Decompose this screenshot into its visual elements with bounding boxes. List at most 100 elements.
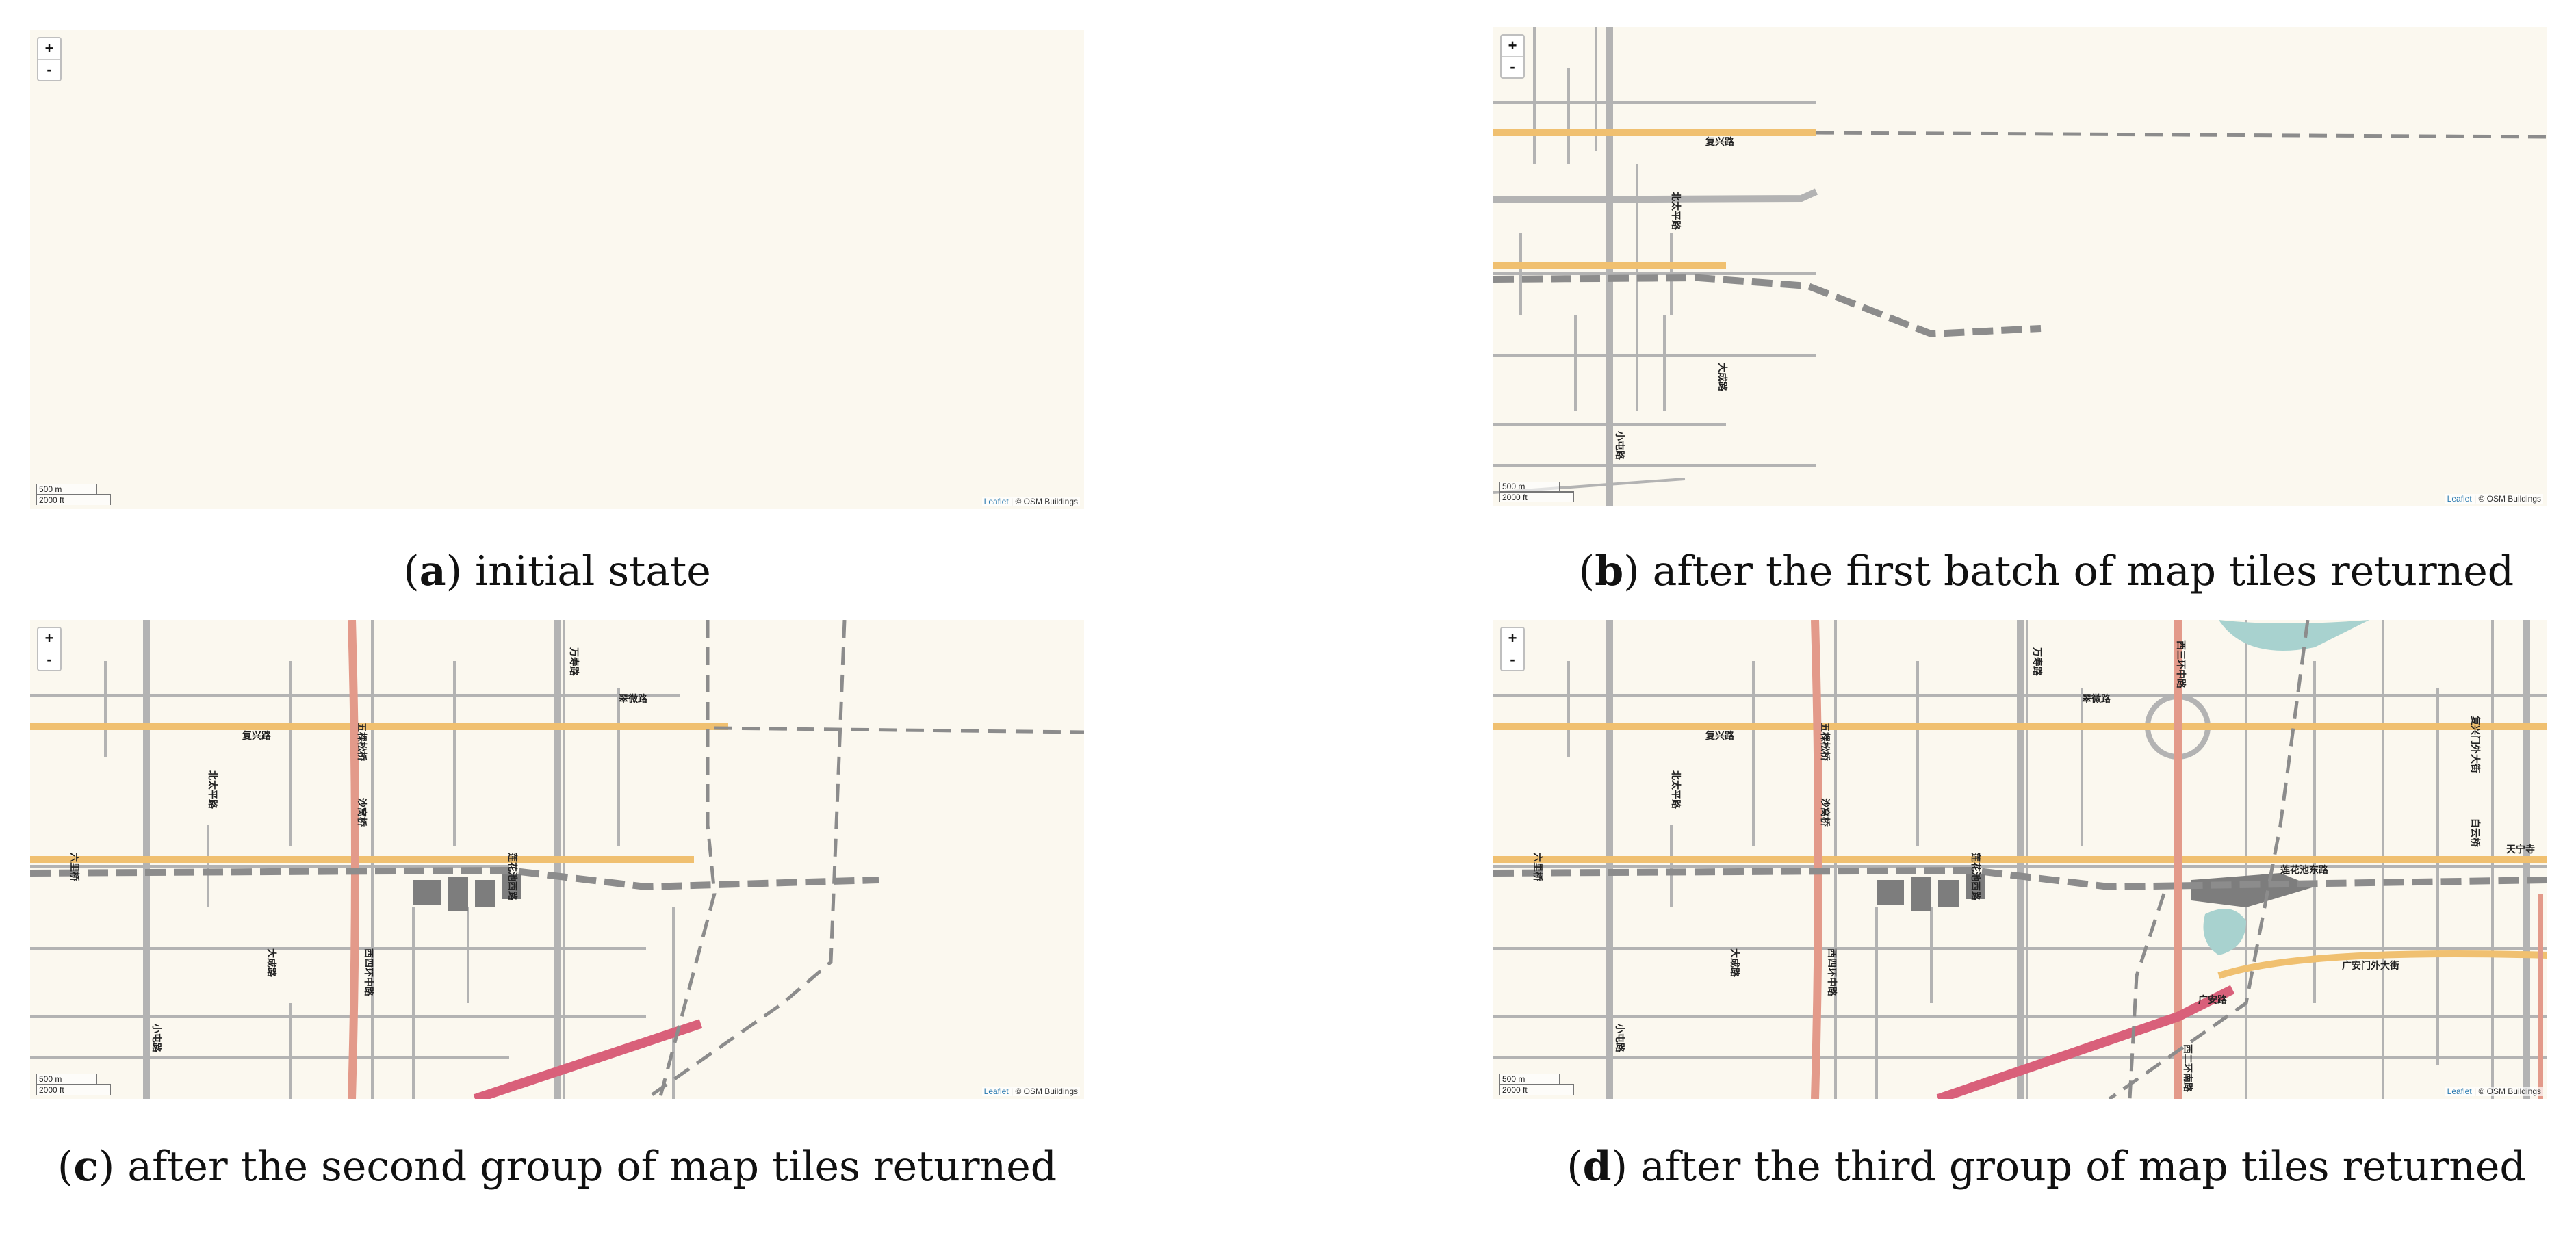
water-south xyxy=(2203,909,2246,955)
label-lianhua: 莲花池西路 xyxy=(506,853,518,901)
label-xisi: 西四环中路 xyxy=(1826,948,1838,997)
guanganmen-street xyxy=(2217,950,2547,979)
attribution-text: | © OSM Buildings xyxy=(2471,1087,2541,1096)
rail-line-east xyxy=(645,620,847,1099)
zoom-control: + - xyxy=(1500,34,1525,79)
rail-line-east xyxy=(2108,620,2310,1099)
zoom-in-button[interactable]: + xyxy=(44,40,54,57)
label-guangan: 广安路 xyxy=(2198,994,2228,1006)
label-fuxing: 复兴路 xyxy=(1705,730,1735,742)
label-fuxing: 复兴路 xyxy=(1705,136,1735,148)
label-fuxingmen: 复兴门外大街 xyxy=(2469,715,2481,773)
attribution: Leaflet | © OSM Buildings xyxy=(981,1087,1080,1096)
label-cuiwei: 翠微路 xyxy=(619,693,648,705)
label-cuiwei: 翠微路 xyxy=(2082,693,2111,705)
map-d[interactable]: 复兴路 北太平路 大成路 小屯路 五棵松桥 沙窝桥 六里桥 万寿路 翠微路 西四… xyxy=(1493,620,2547,1099)
label-liuli: 六里桥 xyxy=(68,853,80,882)
rail-line-south xyxy=(30,866,879,891)
leaflet-link[interactable]: Leaflet xyxy=(983,497,1009,506)
west-ring-road xyxy=(1811,620,1822,1099)
water-north xyxy=(2219,620,2369,651)
zoom-in-button[interactable]: + xyxy=(1508,630,1517,647)
label-shaguo: 沙窝桥 xyxy=(1819,798,1831,827)
zoom-in-button[interactable]: + xyxy=(44,630,54,647)
caption-c: (c) after the second group of map tiles … xyxy=(57,1143,1057,1191)
caption-letter: b xyxy=(1595,547,1624,595)
label-xiaotun: 小屯路 xyxy=(151,1024,162,1053)
attribution-text: | © OSM Buildings xyxy=(1008,1087,1078,1096)
label-xisanhuan: 西三环中路 xyxy=(2175,640,2187,689)
label-wanshou: 万寿路 xyxy=(568,647,580,677)
scale-imperial: 2000 ft xyxy=(36,1084,111,1095)
label-dacheng: 大成路 xyxy=(1729,948,1740,978)
caption-d: (d) after the third group of map tiles r… xyxy=(1567,1143,2526,1191)
label-wanshou: 万寿路 xyxy=(2031,647,2043,677)
building-block xyxy=(413,874,521,911)
label-fuxing: 复兴路 xyxy=(242,730,272,742)
building-block xyxy=(1877,874,1985,911)
label-liuli: 六里桥 xyxy=(1532,853,1543,882)
highway xyxy=(473,1019,703,1099)
caption-letter: a xyxy=(419,547,446,595)
scale-bar: 500 m 2000 ft xyxy=(36,1074,111,1095)
label-lianhua-east: 莲花池东路 xyxy=(2280,864,2329,876)
map-c-canvas: 复兴路 北太平路 大成路 小屯路 五棵松桥 沙窝桥 六里桥 万寿路 翠微路 西四… xyxy=(30,620,1084,1099)
zoom-control: + - xyxy=(37,37,62,81)
caption-text: initial state xyxy=(475,547,711,595)
attribution: Leaflet | © OSM Buildings xyxy=(2445,1087,2543,1096)
scale-imperial: 2000 ft xyxy=(36,494,111,505)
caption-letter: c xyxy=(73,1143,99,1191)
label-xisi: 西四环中路 xyxy=(363,948,374,997)
map-a[interactable]: + - 500 m 2000 ft Leaflet | © OSM Buildi… xyxy=(30,30,1084,509)
zoom-out-button[interactable]: - xyxy=(38,649,60,670)
label-xiaotun: 小屯路 xyxy=(1614,431,1625,460)
leaflet-link[interactable]: Leaflet xyxy=(983,1087,1009,1096)
caption-text: after the second group of map tiles retu… xyxy=(127,1143,1057,1191)
label-xierhuan: 西二环南路 xyxy=(2182,1044,2193,1093)
map-c[interactable]: 复兴路 北太平路 大成路 小屯路 五棵松桥 沙窝桥 六里桥 万寿路 翠微路 西四… xyxy=(30,620,1084,1099)
scale-bar: 500 m 2000 ft xyxy=(36,484,111,505)
minor-roads xyxy=(1493,27,1816,494)
label-guanganmen: 广安门外大街 xyxy=(2342,960,2399,972)
label-baiyun: 白云桥 xyxy=(2469,818,2481,848)
attribution: Leaflet | © OSM Buildings xyxy=(981,497,1080,506)
zoom-out-button[interactable]: - xyxy=(1502,649,1523,670)
label-dacheng: 大成路 xyxy=(1716,363,1728,392)
caption-text: after the first batch of map tiles retur… xyxy=(1652,547,2514,595)
caption-text: after the third group of map tiles retur… xyxy=(1640,1143,2526,1191)
label-xiaotun: 小屯路 xyxy=(1614,1024,1625,1053)
rail-line-north xyxy=(1816,131,2547,139)
park-block xyxy=(2191,873,2315,907)
west-ring-road xyxy=(348,620,359,1099)
rail-line-south xyxy=(1493,866,2547,891)
zoom-in-button[interactable]: + xyxy=(1508,37,1517,54)
label-dacheng: 大成路 xyxy=(266,948,277,978)
attribution: Leaflet | © OSM Buildings xyxy=(2445,494,2543,504)
rail-line-branch xyxy=(2128,893,2166,1099)
zoom-control: + - xyxy=(1500,627,1525,671)
rail-line-north xyxy=(714,726,1084,734)
label-wuke: 五棵松桥 xyxy=(1819,723,1831,762)
label-beitaiping: 北太平路 xyxy=(207,770,218,809)
scale-metric: 500 m xyxy=(1499,482,1560,493)
label-shaguo: 沙窝桥 xyxy=(356,798,368,827)
scale-bar: 500 m 2000 ft xyxy=(1499,482,1574,502)
scale-imperial: 2000 ft xyxy=(1499,491,1574,502)
attribution-text: | © OSM Buildings xyxy=(1008,497,1078,506)
zoom-out-button[interactable]: - xyxy=(38,59,60,80)
map-d-canvas: 复兴路 北太平路 大成路 小屯路 五棵松桥 沙窝桥 六里桥 万寿路 翠微路 西四… xyxy=(1493,620,2547,1099)
leaflet-link[interactable]: Leaflet xyxy=(2447,1087,2472,1096)
scale-bar: 500 m 2000 ft xyxy=(1499,1074,1574,1095)
caption-letter: d xyxy=(1582,1143,1612,1191)
label-beitaiping: 北太平路 xyxy=(1670,770,1682,809)
label-lianhua: 莲花池西路 xyxy=(1970,853,1981,901)
zoom-out-button[interactable]: - xyxy=(1502,56,1523,77)
map-b-canvas: 复兴路 北太平路 大成路 小屯路 xyxy=(1493,27,2547,506)
map-b[interactable]: 复兴路 北太平路 大成路 小屯路 + - 500 m 2000 ft Leafl… xyxy=(1493,27,2547,506)
leaflet-link[interactable]: Leaflet xyxy=(2447,494,2472,504)
label-wuke: 五棵松桥 xyxy=(356,723,368,762)
caption-b: (b) after the first batch of map tiles r… xyxy=(1578,547,2514,595)
label-beitaiping: 北太平路 xyxy=(1670,192,1682,231)
scale-imperial: 2000 ft xyxy=(1499,1084,1574,1095)
zoom-control: + - xyxy=(37,627,62,671)
